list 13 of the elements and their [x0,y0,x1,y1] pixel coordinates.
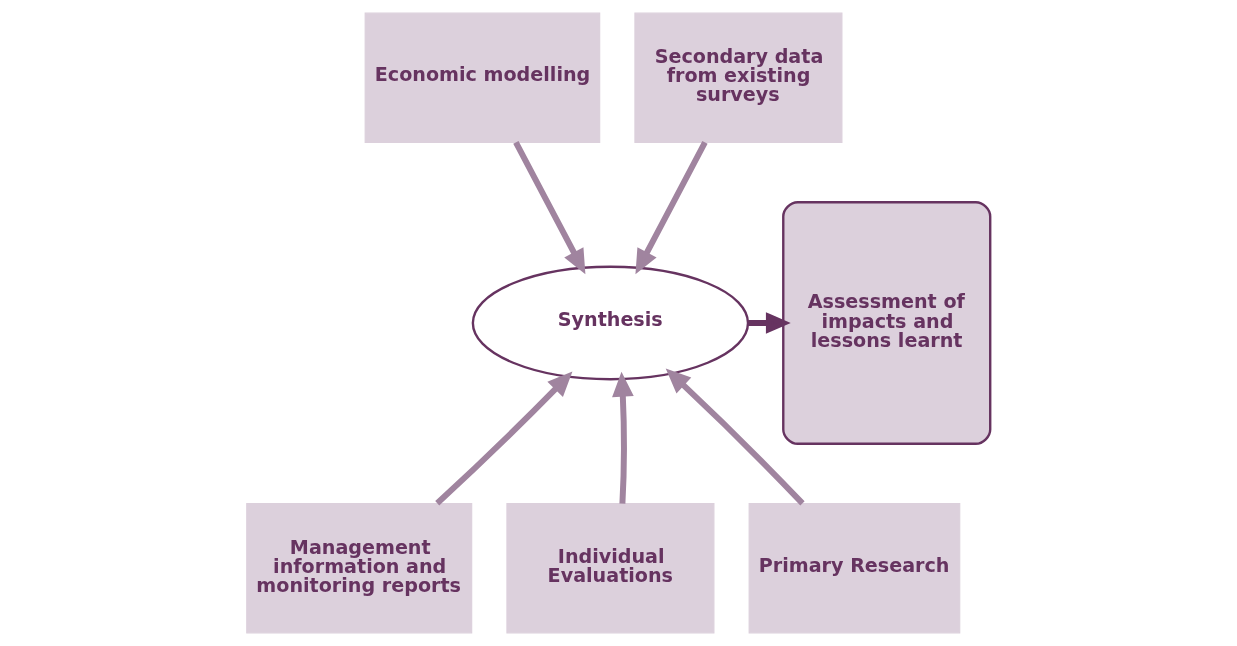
node-box: Secondary data from existing surveys [634,12,843,143]
arrow [748,312,791,334]
node-ellipse: Synthesis [471,265,750,381]
arrow [665,368,805,506]
node-box: Management information and monitoring reports [246,503,473,634]
node-box: Primary Research [748,503,961,634]
node-box: Assessment of impacts and lessons learnt [782,201,992,445]
arrow [635,141,708,275]
node-box: Individual Evaluations [506,503,715,634]
arrow [435,371,573,506]
node-box: Economic modelling [364,12,601,143]
arrow [513,141,586,275]
arrow [612,371,634,504]
